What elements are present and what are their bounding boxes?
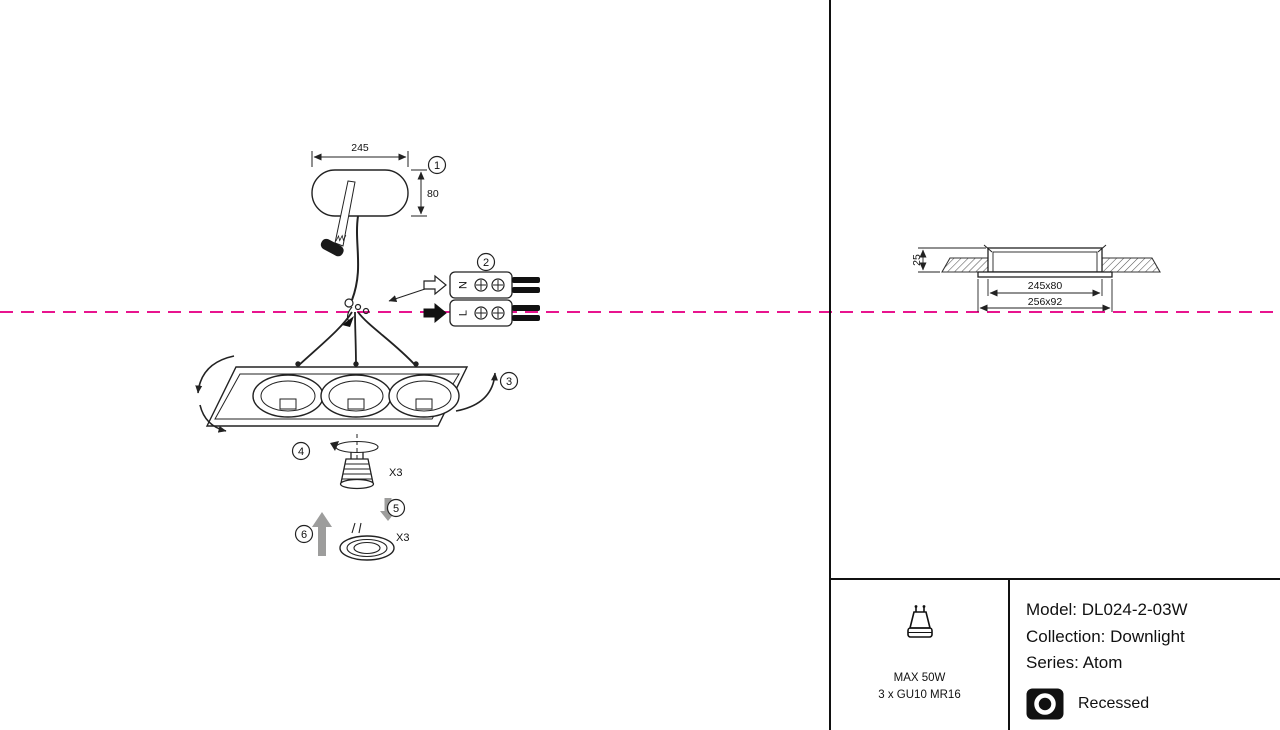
push-up-arrow xyxy=(312,512,332,556)
gu10-bulb xyxy=(339,452,375,490)
terminal-l-label: L xyxy=(458,310,470,316)
svg-text:3: 3 xyxy=(506,376,512,388)
step1-cutout-template: 245 80 1 xyxy=(311,142,447,257)
mount-type-label: Recessed xyxy=(1078,694,1150,712)
lamp-type-label: 3 x GU10 MR16 xyxy=(878,689,961,701)
center-axis-dashed-line xyxy=(0,311,1280,313)
spot-opening xyxy=(388,374,460,418)
recessed-mount-icon xyxy=(1026,688,1064,719)
ring-qty-label: X3 xyxy=(396,532,409,544)
cutout-dimensions xyxy=(311,151,427,217)
ceiling-hatch xyxy=(941,257,1161,273)
terminal-n-label: N xyxy=(458,281,470,289)
step-1-badge: 1 xyxy=(427,155,447,175)
max-power-label: MAX 50W xyxy=(893,672,946,684)
installation-steps-diagram: 245 80 1 N L xyxy=(195,142,540,561)
step3-frame xyxy=(205,311,469,427)
step-6-badge: 6 xyxy=(294,524,314,544)
panel-divider-line xyxy=(829,0,831,730)
collection-label: Collection: Downlight xyxy=(1026,626,1185,646)
bulb-qty-label: X3 xyxy=(389,467,402,479)
svg-text:5: 5 xyxy=(393,503,399,515)
step4-lamp-rotate xyxy=(330,434,379,490)
svg-text:6: 6 xyxy=(301,529,307,541)
section-dimensions xyxy=(918,247,1113,312)
overall-size-label: 256x92 xyxy=(1028,296,1063,308)
spec-panel: MAX 50W 3 x GU10 MR16 Model: DL024-2-03W… xyxy=(831,578,1280,730)
neutral-wire-arrow xyxy=(423,274,447,296)
step-4-badge: 4 xyxy=(291,441,311,461)
step-3-badge: 3 xyxy=(499,371,519,391)
recess-depth-label: 25 xyxy=(911,254,923,266)
step2-terminal-block: N L 2 xyxy=(423,252,540,327)
cutout-width-label: 245 xyxy=(351,142,369,154)
spot-opening xyxy=(320,374,392,418)
cable-junction xyxy=(342,298,370,327)
fixture-section xyxy=(977,244,1113,278)
cutout-height-label: 80 xyxy=(427,188,439,200)
terminal-wires xyxy=(512,277,540,321)
mount-type-row: Recessed xyxy=(1026,688,1280,720)
svg-text:2: 2 xyxy=(483,257,489,269)
mounting-ring xyxy=(339,522,395,561)
svg-text:4: 4 xyxy=(298,446,304,458)
live-wire-arrow xyxy=(423,302,447,324)
model-label: Model: DL024-2-03W xyxy=(1026,600,1188,619)
power-cable xyxy=(351,215,360,301)
gu10-lamp-icon xyxy=(906,605,933,638)
cutout-size-label: 245x80 xyxy=(1028,280,1063,292)
product-info-cell: Model: DL024-2-03W Collection: Downlight… xyxy=(1010,580,1280,730)
series-label: Series: Atom xyxy=(1026,653,1123,672)
saw-icon xyxy=(320,180,356,257)
terminal-screws xyxy=(474,278,505,320)
step-2-badge: 2 xyxy=(476,252,496,272)
lamp-spec-cell: MAX 50W 3 x GU10 MR16 xyxy=(831,580,1010,730)
svg-text:1: 1 xyxy=(434,160,440,172)
spot-opening xyxy=(252,374,324,418)
cross-section-view: 25 245x80 256x92 xyxy=(911,244,1161,312)
frame-rotation-arrows xyxy=(195,355,499,433)
step-5-badge: 5 xyxy=(386,498,406,518)
